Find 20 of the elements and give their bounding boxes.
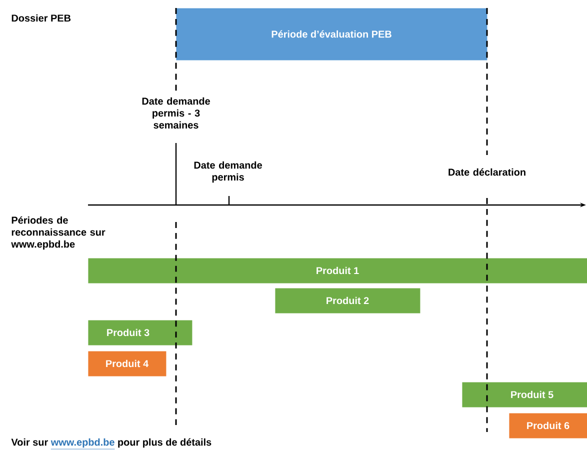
timeline-label: Date demande permis - 3 semaines: [142, 97, 210, 129]
bar-label: Produit 6: [527, 422, 570, 430]
period-bar: [275, 288, 420, 314]
period-band: [176, 8, 488, 60]
bar-label: Produit 5: [511, 390, 554, 398]
period-bar: [88, 320, 192, 346]
period-bar: [88, 258, 587, 284]
timeline-label: Dossier PEB: [12, 14, 71, 22]
period-bar: [462, 382, 587, 408]
bar-label: Produit 2: [326, 296, 369, 304]
bar-label: Période d’évaluation PEB: [272, 30, 392, 38]
timeline-label: Date demande permis: [194, 161, 262, 183]
footnote: Voir sur www.epbd.be pour plus de détails: [11, 438, 212, 450]
timeline-label: Périodes de reconnaissance sur www.epbd.be: [11, 216, 106, 250]
bar-label: Produit 1: [316, 266, 359, 274]
timeline-label: Date déclaration: [448, 168, 526, 176]
period-bar: [88, 351, 166, 376]
bar-label: Produit 3: [107, 328, 150, 336]
period-bar: [509, 413, 587, 438]
bar-label: Produit 4: [106, 360, 149, 368]
